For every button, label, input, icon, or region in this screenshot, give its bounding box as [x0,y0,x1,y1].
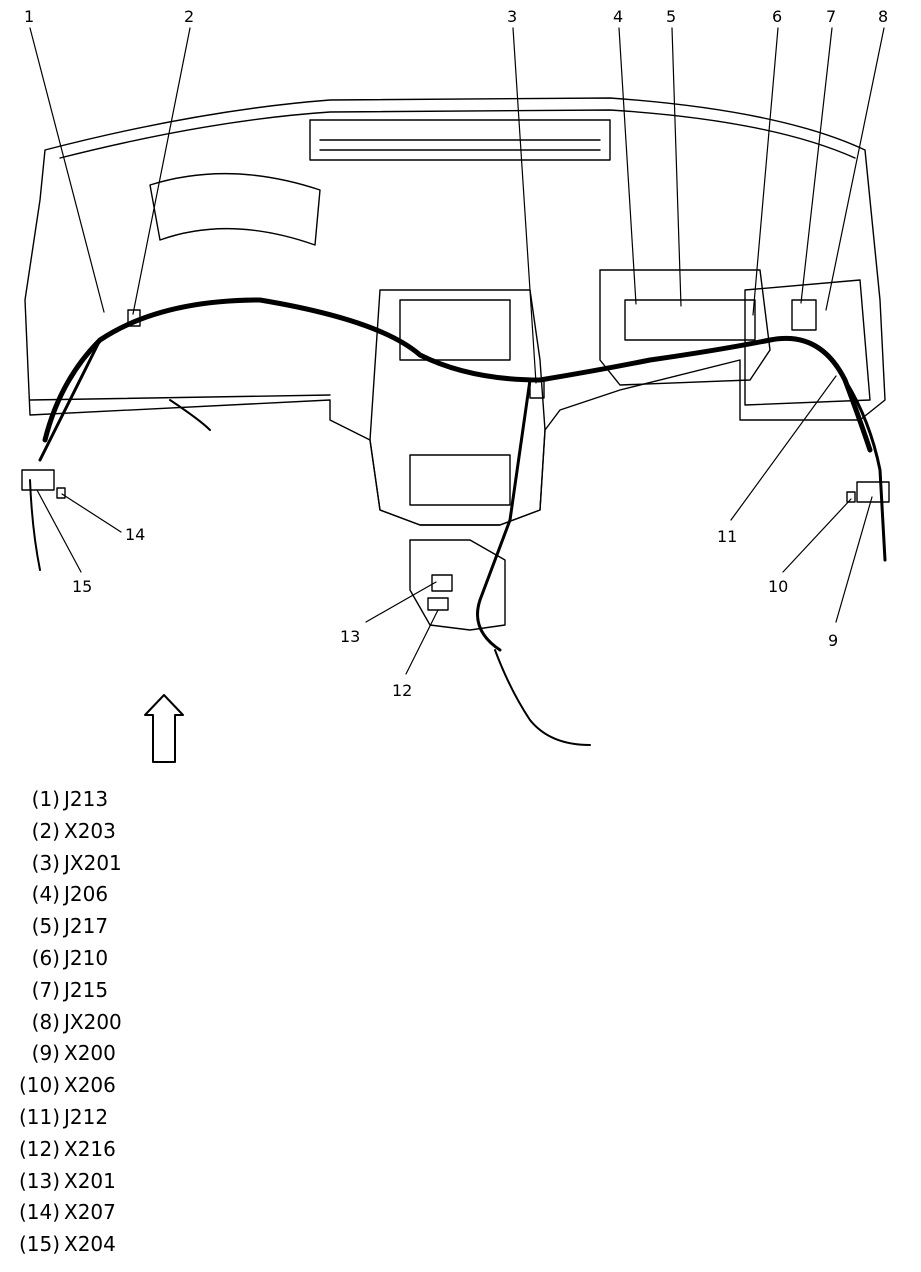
legend-item: (9)X200 [8,1038,308,1070]
legend-num: (8) [31,1009,60,1034]
legend-item: (8)JX200 [8,1007,308,1039]
legend-num: (10) [18,1073,60,1098]
legend-item: (15)X204 [8,1229,308,1261]
legend-num: (3) [31,850,60,875]
right-bracket [744,279,871,406]
harness-main [42,297,873,453]
legend-code: J212 [64,1104,109,1129]
callout-12: 12 [392,681,412,700]
callout-6: 6 [772,7,782,26]
legend-code: X216 [64,1136,116,1161]
dash-lower-edge [29,394,331,401]
legend-num: (13) [18,1168,60,1193]
legend-num: (1) [31,787,60,811]
callout-14: 14 [125,525,145,544]
callout-7: 7 [826,7,836,26]
legend-num: (9) [31,1041,60,1066]
harness-center-branch [169,399,211,431]
legend-code: J210 [64,945,109,970]
legend-item: (2)X203 [8,816,308,848]
legend-num: (4) [31,882,60,907]
legend-num: (12) [18,1136,60,1161]
callout-1: 1 [24,7,34,26]
callout-5: 5 [666,7,676,26]
legend-item: (10)X206 [8,1070,308,1102]
callout-13: 13 [340,627,360,646]
legend-code: X203 [64,818,116,843]
legend-code: J213 [64,787,109,811]
callout-8: 8 [878,7,888,26]
callout-11: 11 [717,527,737,546]
connector-x207 [56,487,66,499]
connector-x200 [856,481,890,503]
legend-item: (7)J215 [8,975,308,1007]
component-legend: (1)J213 (2)X203 (3)JX201 (4)J206 (5)J217… [8,784,308,1261]
legend-num: (14) [18,1200,60,1225]
callout-15: 15 [72,577,92,596]
left-duct [149,172,321,246]
defroster-vent [309,119,611,161]
legend-item: (12)X216 [8,1134,308,1166]
legend-num: (11) [18,1104,60,1129]
legend-item: (4)J206 [8,879,308,911]
legend-item: (6)J210 [8,943,308,975]
connector-j215 [791,299,817,331]
connector-x206 [846,491,856,503]
legend-code: X206 [64,1073,116,1098]
glove-box-area [599,269,771,386]
legend-code: X200 [64,1041,116,1066]
legend-code: X207 [64,1200,116,1225]
callout-9: 9 [828,631,838,650]
connector-x204 [21,469,55,491]
harness-left-drop [38,338,102,462]
legend-num: (2) [31,818,60,843]
console-bracket [409,539,506,631]
legend-item: (5)J217 [8,911,308,943]
callout-labels: 1 2 3 4 5 6 7 8 9 10 11 12 13 14 15 [24,7,888,700]
up-arrow-icon [144,694,184,763]
legend-num: (7) [31,977,60,1002]
legend-item: (1)J213 [8,784,308,816]
legend-code: JX200 [64,1009,122,1034]
harness-lower-lead [494,649,591,746]
legend-item: (3)JX201 [8,848,308,880]
legend-num: (15) [18,1232,60,1257]
legend-code: J215 [64,977,109,1002]
connector-x216 [427,597,449,611]
connector-jx201 [529,379,545,399]
legend-code: JX201 [64,850,122,875]
legend-code: J217 [64,914,109,939]
callout-3: 3 [507,7,517,26]
center-stack [369,289,546,526]
callout-4: 4 [613,7,623,26]
legend-num: (5) [31,914,60,939]
harness-right-drop [843,378,887,562]
callout-10: 10 [768,577,788,596]
harness-center-drop [476,378,532,652]
legend-item: (11)J212 [8,1102,308,1134]
instrument-panel-outline [24,97,886,526]
top-pad-line [59,109,856,159]
legend-code: J206 [64,882,109,907]
wiring-harness-diagram: 1 2 3 4 5 6 7 8 9 10 11 12 13 14 15 [21,7,890,763]
callout-2: 2 [184,7,194,26]
legend-item: (14)X207 [8,1197,308,1229]
legend-code: X204 [64,1232,116,1257]
legend-num: (6) [31,945,60,970]
connector-x201 [431,574,453,592]
legend-code: X201 [64,1168,116,1193]
legend-item: (13)X201 [8,1166,308,1198]
